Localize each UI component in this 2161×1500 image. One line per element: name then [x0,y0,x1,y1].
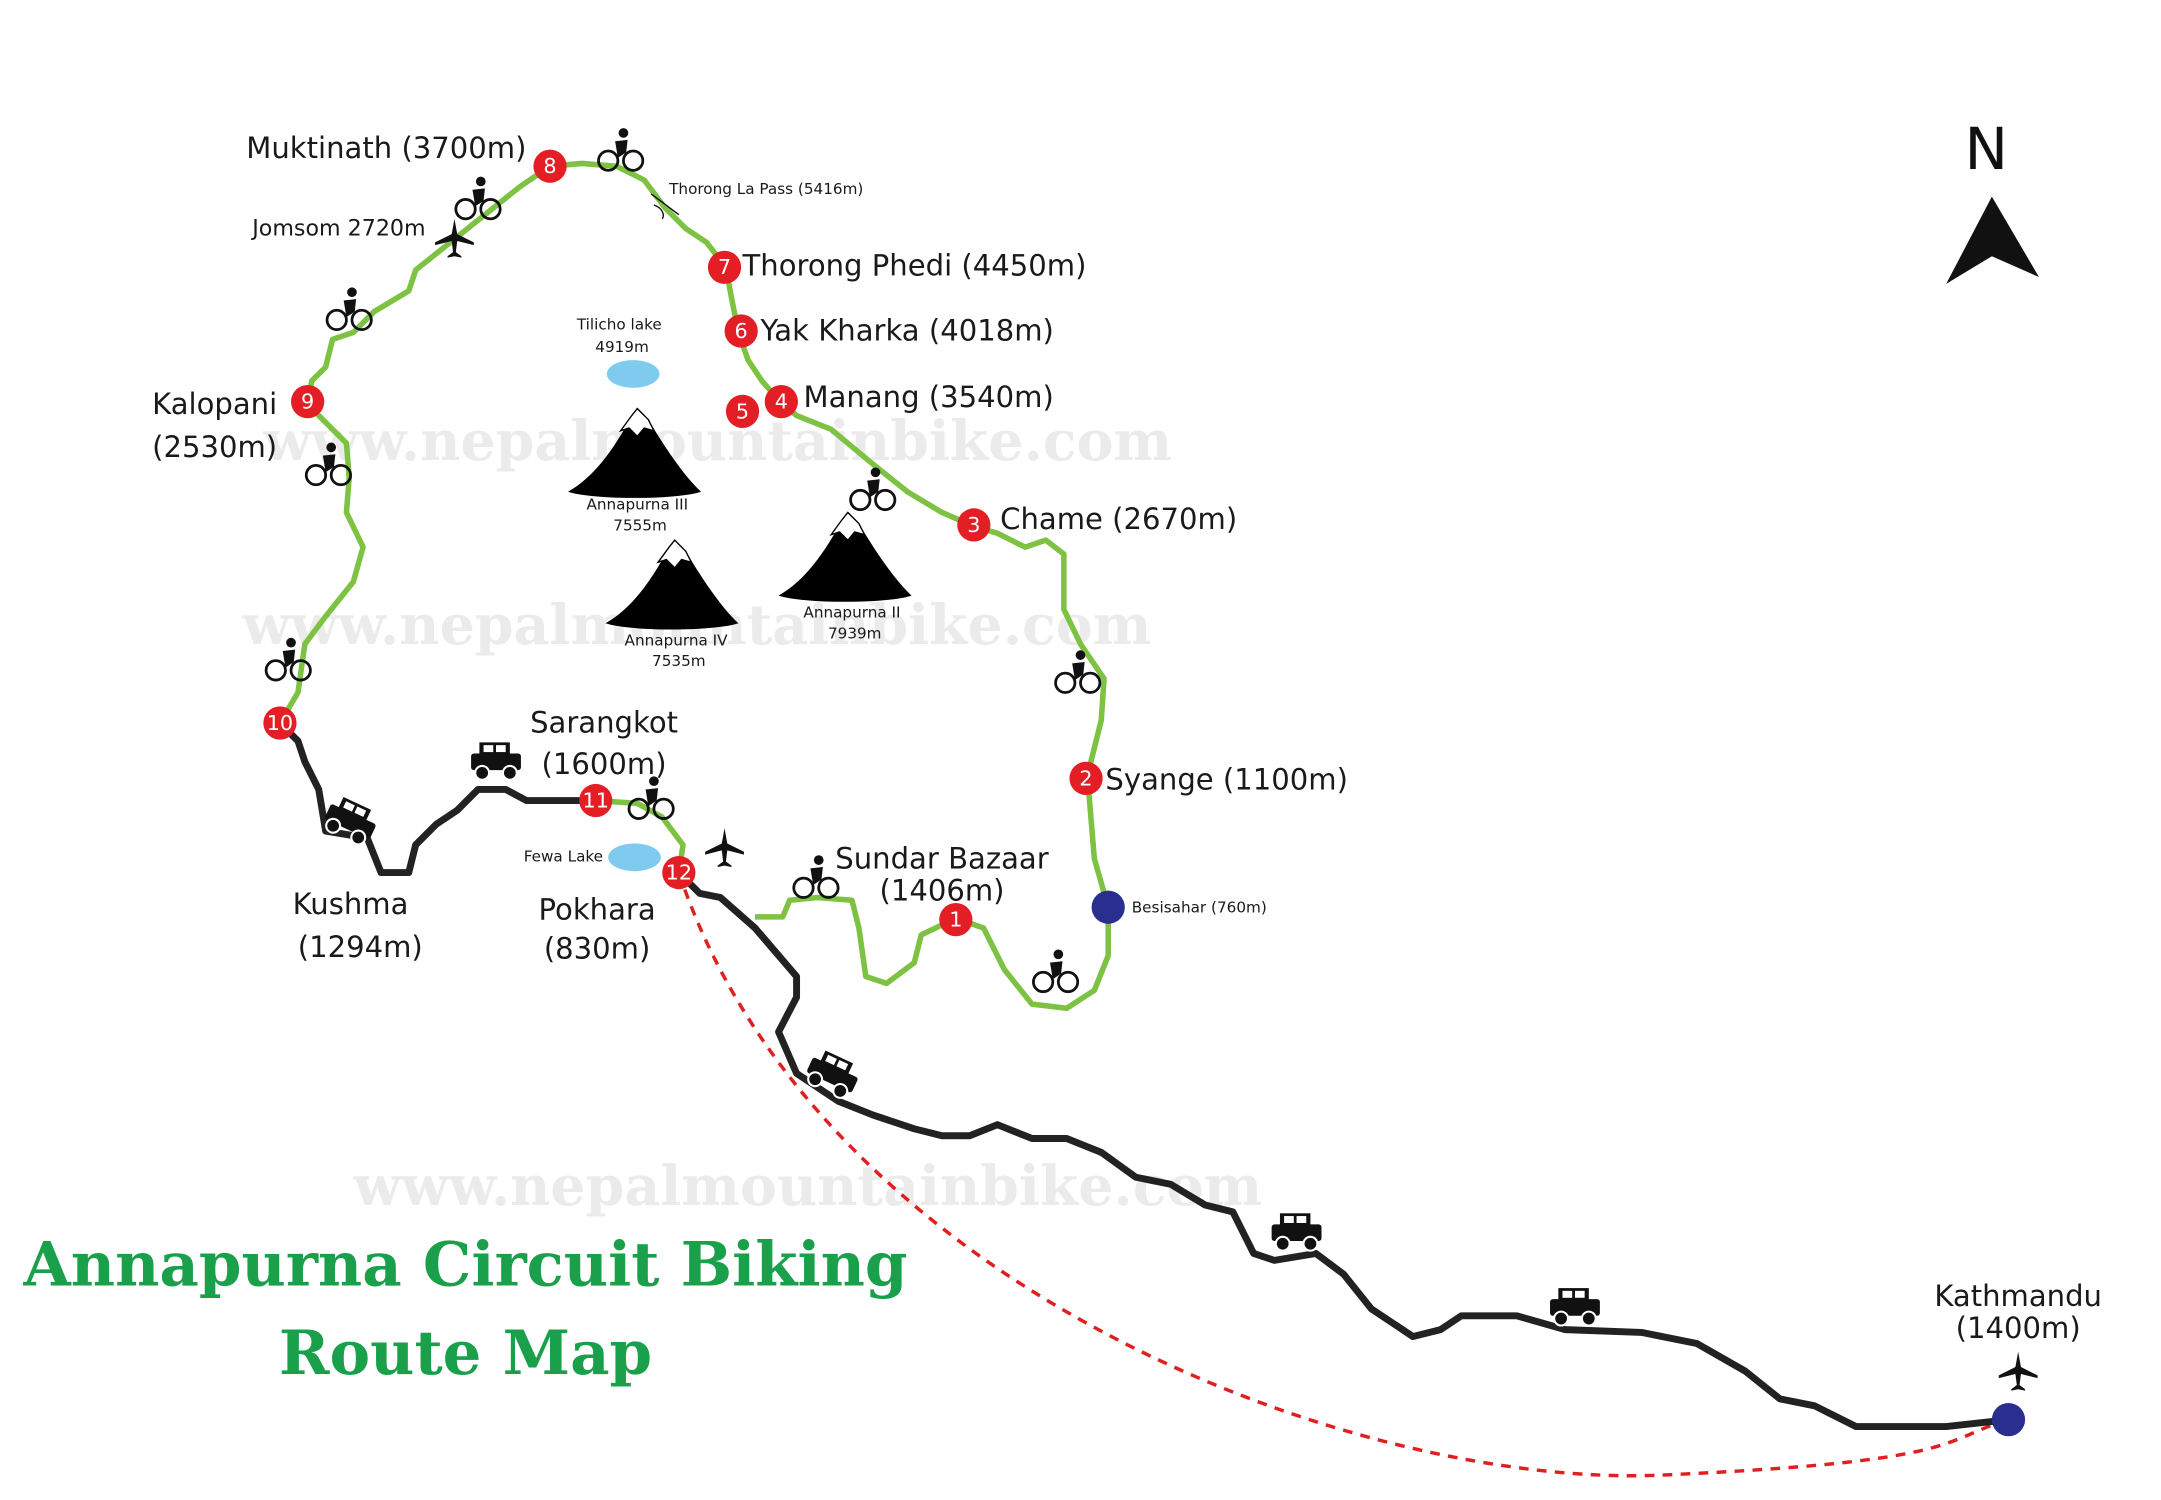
peak-altitude: 7555m [613,516,667,534]
thorong-la-label: Thorong La Pass (5416m) [668,180,863,198]
jeep-icon [1270,1212,1323,1252]
jeep-icon [1548,1287,1601,1327]
stop-label: Kalopani [152,387,277,421]
bike-route [755,894,1111,1012]
besisahar-marker [1091,890,1125,924]
svg-text:12: 12 [666,861,692,885]
stop-label: Manang (3540m) [803,380,1053,414]
svg-text:2: 2 [1079,766,1092,790]
peak-label: Annapurna III [586,496,688,514]
kathmandu-marker [1991,1403,2026,1437]
jomsom-label: Jomsom 2720m [250,215,425,241]
bike-icon [454,175,502,221]
road-route [676,870,2009,1431]
tilicho-lake-altitude: 4919m [595,338,649,356]
svg-text:4: 4 [775,390,788,414]
map-title: Route Map [279,1318,652,1389]
stop-marker-8[interactable]: 8 [533,149,567,183]
watermark: www.nepalmountainbike.com [352,1154,1262,1219]
stop-label: Pokhara [539,893,656,927]
stop-marker-11[interactable]: 11 [579,783,613,818]
mountain-icon [604,539,740,631]
pass-marker [650,193,680,220]
stop-altitude: (2530m) [152,430,277,464]
map-title: Annapurna Circuit Biking [23,1229,908,1300]
stop-label: Sarangkot [530,706,678,740]
svg-text:6: 6 [735,319,748,343]
north-label: N [1965,115,2009,183]
stop-marker-10[interactable]: 10 [263,706,297,740]
svg-text:7: 7 [718,255,731,279]
svg-text:10: 10 [267,711,293,735]
peak-label: Annapurna IV [625,631,729,649]
road-route [277,720,596,877]
stop-marker-6[interactable]: 6 [724,314,758,348]
plane-icon [1998,1351,2038,1391]
tilicho-lake [606,360,660,388]
svg-text:1: 1 [949,908,962,932]
kathmandu-label: Kathmandu [1934,1279,2102,1313]
stop-label: Syange (1100m) [1105,762,1348,796]
stop-label: Chame (2670m) [1000,502,1237,536]
stop-label: Yak Kharka (4018m) [760,314,1054,348]
fewa-lake-label: Fewa Lake [524,847,603,865]
north-arrow-icon [1946,196,2039,284]
stop-marker-9[interactable]: 9 [291,385,325,419]
stop-label: Thorong Phedi (4450m) [742,249,1087,283]
svg-text:5: 5 [736,399,749,423]
stop-marker-5[interactable]: 5 [725,394,760,428]
stop-marker-7[interactable]: 7 [707,250,742,284]
peak-altitude: 7939m [828,625,882,643]
watermark: www.nepalmountainbike.com [262,409,1172,474]
jeep-icon [470,741,522,781]
peak-altitude: 7535m [652,652,706,670]
jeep-icon [319,792,383,850]
svg-text:8: 8 [543,154,556,178]
svg-text:11: 11 [583,788,609,812]
besisahar-label: Besisahar (760m) [1132,899,1267,917]
bike-route [277,160,1111,908]
peak-label: Annapurna II [803,604,900,622]
stop-label: Sundar Bazaar [835,841,1048,875]
plane-icon [705,828,744,868]
kushma-label: Kushma [293,887,409,921]
stop-marker-3[interactable]: 3 [957,508,991,542]
flight-route-pokhara-kathmandu [677,872,2009,1478]
kushma-altitude: (1294m) [298,930,423,964]
stop-altitude: (1406m) [879,873,1004,907]
stop-altitude: (830m) [544,931,651,965]
mountain-icon [777,511,913,603]
fewa-lake [608,843,661,872]
tilicho-lake-label: Tilicho lake [576,316,662,334]
stop-label: Muktinath (3700m) [246,131,526,165]
stop-marker-4[interactable]: 4 [764,385,798,419]
bike-icon [792,853,840,899]
stop-marker-12[interactable]: 12 [662,855,696,890]
stop-marker-1[interactable]: 1 [939,903,973,937]
bike-icon [1032,948,1080,994]
kathmandu-altitude: (1400m) [1956,1311,2081,1345]
svg-text:9: 9 [301,390,314,414]
stop-altitude: (1600m) [542,747,667,781]
svg-text:3: 3 [967,513,980,537]
stop-marker-2[interactable]: 2 [1069,761,1103,796]
